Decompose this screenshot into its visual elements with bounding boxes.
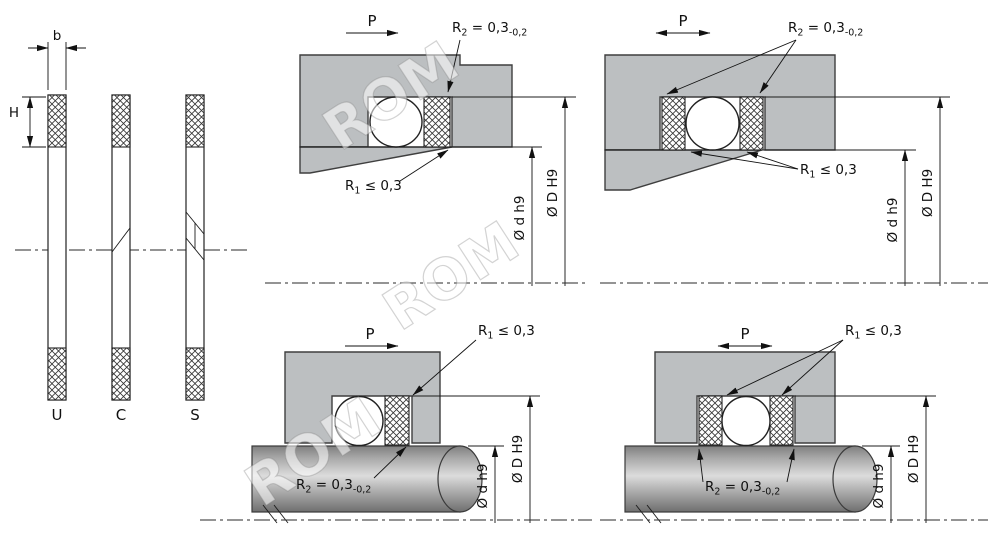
rod-dia-label: Ø d h9: [475, 464, 491, 509]
r1-annotation: R1 ≤ 0,3: [800, 162, 857, 181]
r1-leader: [746, 151, 799, 170]
profile-s: [185, 94, 205, 401]
gland: [299, 146, 453, 174]
ring-section-bottom: [47, 347, 67, 401]
r2-annotation: R2 = 0,3-0,2: [705, 479, 780, 498]
profile-c: [111, 94, 131, 401]
rod-end-face: [437, 445, 483, 513]
width-dimension: b: [28, 28, 86, 90]
profile-label-s: S: [190, 406, 200, 424]
ring-section-bottom: [111, 347, 131, 401]
pressure-label: P: [678, 12, 687, 30]
figure-rod-seal-double: Ø d h9 Ø D H9 P R2 = 0,3-0,2 R1 ≤ 0,3: [600, 12, 988, 286]
width-dim-label: b: [53, 28, 62, 44]
figure-piston-seal-double: Ø d h9 Ø D H9 P R1 ≤ 0,3 R2 = 0,3-0,2: [600, 323, 988, 524]
r2-leader: [666, 39, 797, 95]
r1-leader: [399, 149, 449, 182]
r1-annotation: R1 ≤ 0,3: [345, 178, 402, 197]
backup-ring: [423, 96, 451, 148]
backup-ring-left: [661, 96, 686, 151]
r2-leader: [447, 39, 461, 93]
o-ring: [685, 96, 740, 151]
r1-annotation: R1 ≤ 0,3: [478, 323, 535, 342]
bore-dia-label: Ø D H9: [906, 435, 922, 483]
ring-section-top: [47, 94, 67, 148]
step-cut-line: [185, 237, 205, 261]
bore-dia-label: Ø D H9: [920, 169, 936, 217]
backup-ring-right: [769, 395, 794, 446]
rod-dia-label: Ø d h9: [512, 196, 528, 241]
rod-end-face: [832, 445, 878, 513]
profile-label-c: C: [116, 406, 126, 424]
gland: [604, 149, 763, 191]
r2-leader: [759, 39, 797, 94]
height-dimension: H: [9, 96, 46, 148]
pressure-label: P: [367, 12, 376, 30]
backup-ring-right: [739, 96, 764, 151]
rod-dia-label: Ø d h9: [871, 464, 887, 509]
ring-section-bottom: [185, 347, 205, 401]
r1-leader: [726, 339, 844, 396]
backup-ring-left: [698, 395, 723, 446]
ring-section-top: [111, 94, 131, 148]
ring-section-top: [185, 94, 205, 148]
rod-dia-label: Ø d h9: [885, 198, 901, 243]
r2-annotation: R2 = 0,3-0,2: [452, 20, 527, 39]
backup-ring: [384, 395, 410, 446]
r1-leader: [690, 150, 799, 170]
r2-leader: [373, 446, 407, 479]
r2-annotation: R2 = 0,3-0,2: [296, 477, 371, 496]
figure-piston-seal-single: Ø d h9 Ø D H9 P R1 ≤ 0,3 R2 = 0,3-0,2: [200, 323, 592, 524]
r2-leader: [697, 448, 704, 483]
r1-leader: [412, 339, 477, 396]
r2-annotation: R2 = 0,3-0,2: [788, 20, 863, 39]
bore-dia-label: Ø D H9: [510, 435, 526, 483]
r2-leader: [786, 448, 795, 483]
o-ring: [721, 395, 771, 447]
pressure-label: P: [365, 325, 374, 343]
r1-leader: [781, 339, 844, 396]
pressure-label: P: [740, 325, 749, 343]
figure-rod-seal-single: Ø d h9 Ø D H9 P R2 = 0,3-0,2 R1 ≤ 0,3: [265, 12, 588, 286]
o-ring: [334, 395, 384, 447]
profile-u: [47, 94, 67, 401]
piston-rod: [624, 445, 856, 513]
r1-annotation: R1 ≤ 0,3: [845, 323, 902, 342]
profile-views: b H U C S: [9, 28, 250, 424]
angle-cut-line: [111, 227, 131, 253]
profile-label-u: U: [52, 406, 63, 424]
height-dim-label: H: [9, 105, 19, 121]
bore-dia-label: Ø D H9: [545, 169, 561, 217]
piston-rod: [251, 445, 461, 513]
